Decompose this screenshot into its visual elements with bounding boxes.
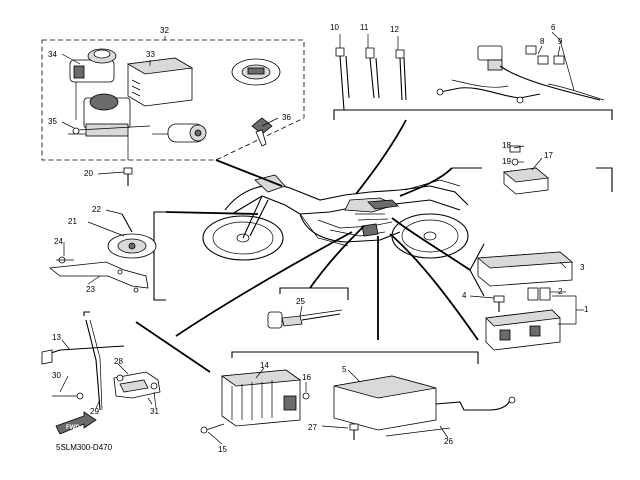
callout-29: 29 bbox=[90, 407, 99, 416]
callout-12: 12 bbox=[390, 25, 399, 34]
bracket-group bbox=[41, 311, 161, 411]
callout-34: 34 bbox=[48, 50, 57, 59]
callout-30: 30 bbox=[52, 371, 61, 380]
ignition-set-group bbox=[41, 36, 305, 161]
callout-23: 23 bbox=[86, 285, 95, 294]
rectifier-group bbox=[200, 351, 479, 434]
callout-labels: 32 34 33 35 20 36 10 11 12 6 8 9 18 19 1… bbox=[48, 23, 589, 454]
callout-26: 26 bbox=[444, 437, 453, 446]
relay-17-group bbox=[452, 145, 613, 195]
callout-1: 1 bbox=[584, 305, 589, 314]
callout-21: 21 bbox=[68, 217, 77, 226]
bolt-20-part bbox=[123, 167, 133, 186]
callout-33: 33 bbox=[146, 50, 155, 59]
callout-8: 8 bbox=[540, 37, 545, 46]
ecu-5-group bbox=[333, 375, 516, 440]
horn-group bbox=[48, 211, 166, 301]
callout-2: 2 bbox=[558, 287, 563, 296]
callout-32: 32 bbox=[160, 26, 169, 35]
sensor-25-group bbox=[267, 287, 349, 329]
callout-11: 11 bbox=[360, 23, 369, 32]
callout-5: 5 bbox=[342, 365, 347, 374]
callout-24: 24 bbox=[54, 237, 63, 246]
callout-6: 6 bbox=[551, 23, 556, 32]
callout-14: 14 bbox=[260, 361, 269, 370]
callout-28: 28 bbox=[114, 357, 123, 366]
fwd-arrow-icon bbox=[55, 411, 97, 435]
fwd-label: FWD bbox=[66, 425, 80, 431]
drawing-code: 5SLM300-D470 bbox=[56, 443, 113, 452]
leader-lines bbox=[135, 119, 479, 373]
callout-3: 3 bbox=[580, 263, 585, 272]
callout-13: 13 bbox=[52, 333, 61, 342]
callout-15: 15 bbox=[218, 445, 227, 454]
callout-9: 9 bbox=[558, 37, 563, 46]
callout-25: 25 bbox=[296, 297, 305, 306]
callout-4: 4 bbox=[462, 291, 467, 300]
fuel-cap-part bbox=[231, 58, 281, 86]
callout-20: 20 bbox=[84, 169, 93, 178]
ignition-cap-part bbox=[69, 48, 117, 83]
ecu-unit-part bbox=[126, 57, 194, 107]
callout-leaders bbox=[59, 31, 575, 445]
callout-22: 22 bbox=[92, 205, 101, 214]
callout-35: 35 bbox=[48, 117, 57, 126]
main-switch-part bbox=[75, 82, 151, 160]
starter-relay-group bbox=[469, 243, 584, 351]
callout-10: 10 bbox=[330, 23, 339, 32]
motorcycle-silhouette bbox=[202, 174, 469, 261]
harness-group bbox=[333, 45, 613, 120]
callout-36: 36 bbox=[282, 113, 291, 122]
callout-17: 17 bbox=[544, 151, 553, 160]
screw-35-part bbox=[68, 127, 86, 135]
callout-16: 16 bbox=[302, 373, 311, 382]
callout-27: 27 bbox=[308, 423, 317, 432]
callout-18: 18 bbox=[502, 141, 511, 150]
callout-31: 31 bbox=[150, 407, 159, 416]
seat-lock-part bbox=[152, 123, 207, 143]
callout-19: 19 bbox=[502, 157, 511, 166]
